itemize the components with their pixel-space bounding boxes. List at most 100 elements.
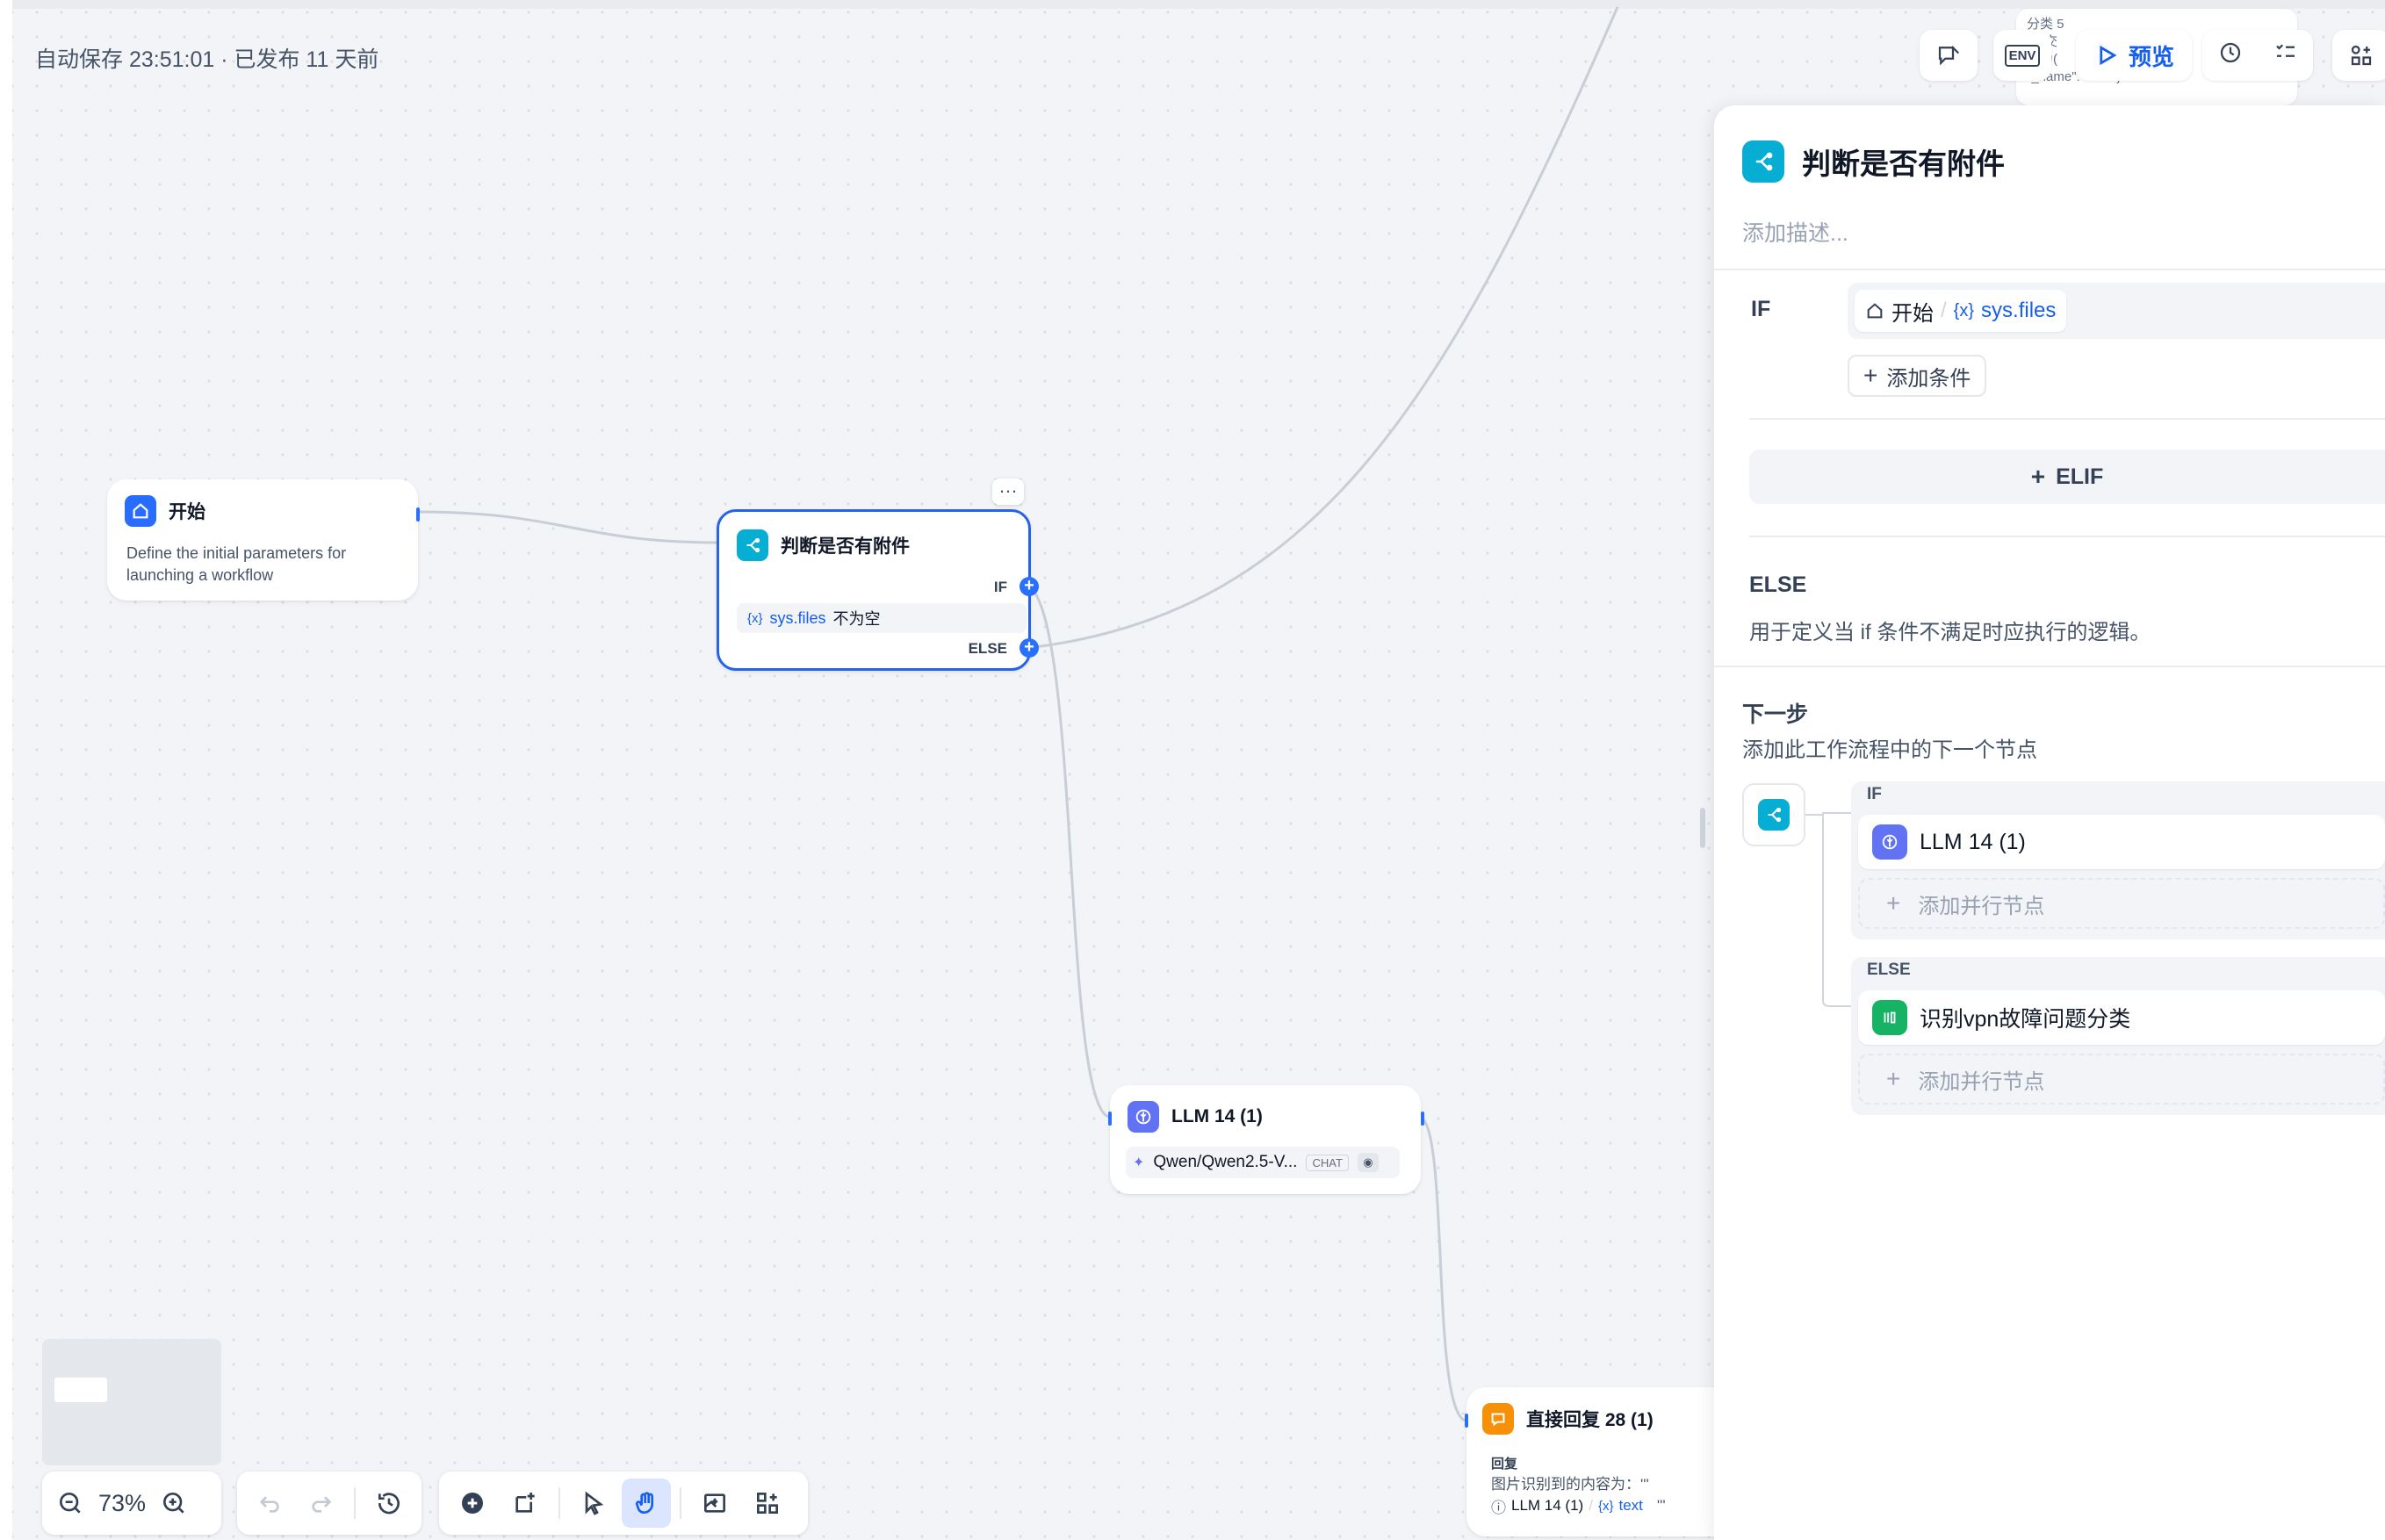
image-export-icon — [704, 1493, 725, 1513]
checklist-button[interactable] — [1920, 30, 1978, 81]
branch-target-node[interactable]: 识别vpn故障问题分类 — [1858, 990, 2385, 1045]
answer-content-line: 图片识别到的内容为：''' — [1491, 1476, 1649, 1493]
canvas-tools — [439, 1472, 808, 1535]
run-history-button[interactable] — [2217, 40, 2244, 72]
version-history-button[interactable] — [364, 1479, 413, 1528]
condition-operator: 不为空 — [832, 610, 881, 628]
preview-button[interactable]: 预览 — [2076, 30, 2193, 81]
toolbar-divider — [558, 1487, 560, 1519]
llm-output-handle[interactable] — [1421, 1112, 1424, 1126]
panel-resize-handle[interactable] — [1700, 808, 1705, 848]
start-node[interactable]: 开始 Define the initial parameters for lau… — [107, 479, 420, 601]
add-parallel-node-button[interactable]: + 添加并行节点 — [1858, 1054, 2385, 1105]
plus-icon: + — [2030, 463, 2046, 490]
zoom-in-button[interactable] — [155, 1479, 193, 1528]
branch-icon — [1742, 140, 1784, 183]
add-parallel-node-button[interactable]: + 添加并行节点 — [1858, 878, 2385, 929]
next-step-connector-lines — [1805, 812, 1851, 1007]
llm-model-name: Qwen/Qwen2.5-V... — [1153, 1153, 1298, 1171]
llm-model-row[interactable]: ✦ Qwen/Qwen2.5-V... CHAT ◉ — [1126, 1147, 1400, 1178]
variable-icon: {x} — [1953, 300, 1975, 320]
answer-input-handle[interactable] — [1465, 1414, 1468, 1428]
ref-separator: / — [1589, 1497, 1593, 1514]
window-top-strip — [0, 0, 2385, 9]
if-add-handle[interactable]: + — [1020, 577, 1039, 596]
branch-label: IF — [1867, 785, 1882, 803]
condition-variable: sys.files — [769, 608, 826, 627]
panel-condition-row[interactable]: 开始 / {x} sys.files — [1848, 283, 2385, 339]
zoom-controls: 73% — [42, 1472, 221, 1535]
undo-button[interactable] — [246, 1479, 294, 1528]
zoom-out-button[interactable] — [51, 1479, 90, 1528]
ifelse-if-label: IF — [993, 579, 1007, 595]
condition-variable-chip[interactable]: 开始 / {x} sys.files — [1855, 290, 2067, 332]
else-add-handle[interactable]: + — [1020, 638, 1039, 658]
ifelse-condition-row[interactable]: {x} sys.files 不为空 — [737, 603, 1027, 633]
answer-node[interactable]: 直接回复 28 (1) 回复 图片识别到的内容为：''' ⓘ LLM 14 (1… — [1465, 1387, 1730, 1536]
llm-node-title: LLM 14 (1) — [1171, 1106, 1263, 1126]
history-controls — [237, 1472, 422, 1535]
panel-divider — [1749, 536, 2385, 537]
edge-if-to-llm — [1027, 583, 1109, 1119]
panel-title[interactable]: 判断是否有附件 — [1802, 148, 2005, 180]
panel-if-label: IF — [1751, 297, 1771, 321]
grid-icon — [757, 1493, 778, 1514]
redo-icon — [312, 1496, 332, 1513]
llm-node[interactable]: LLM 14 (1) ✦ Qwen/Qwen2.5-V... CHAT ◉ — [1108, 1085, 1424, 1194]
start-node-description: Define the initial parameters for launch… — [126, 544, 347, 584]
add-condition-button[interactable]: + 添加条件 — [1848, 355, 1987, 397]
checklist-icon — [2275, 43, 2295, 57]
organize-blocks-button[interactable] — [743, 1479, 792, 1528]
answer-section-label: 回复 — [1491, 1457, 1518, 1472]
answer-ref-var: text — [1618, 1497, 1643, 1514]
next-step-title: 下一步 — [1742, 702, 1809, 727]
env-button[interactable]: ENV — [1993, 30, 2051, 81]
home-icon — [1867, 303, 1883, 319]
answer-variable-ref: ⓘ LLM 14 (1) / {x} text ''' — [1491, 1493, 1666, 1519]
branch-target-name: 识别vpn故障问题分类 — [1920, 1007, 2131, 1032]
add-node-button[interactable] — [448, 1479, 497, 1528]
env-icon: ENV — [2004, 44, 2041, 67]
answer-ref-node: LLM 14 (1) — [1511, 1497, 1584, 1514]
reply-icon — [1482, 1403, 1514, 1435]
hand-icon — [635, 1492, 653, 1514]
elif-label: ELIF — [2056, 464, 2104, 489]
plus-icon: + — [1886, 1065, 1901, 1092]
branch-target-name: LLM 14 (1) — [1920, 829, 2026, 854]
ifelse-node[interactable]: 判断是否有附件 IF {x} sys.files 不为空 ELSE + + — [717, 509, 1039, 671]
node-more-button[interactable]: … — [992, 477, 1024, 505]
next-branch-if: IF LLM 14 (1) + 添加并行节点 — [1851, 781, 2385, 939]
node-config-panel: 判断是否有附件 添加描述... IF 开始 / {x} sys.files + … — [1714, 105, 2385, 1540]
pointer-mode-button[interactable] — [569, 1479, 618, 1528]
checklist-toggle-button[interactable] — [2273, 40, 2299, 72]
variable-icon: {x} — [1597, 1498, 1614, 1514]
panel-divider — [1714, 269, 2385, 270]
chip-variable-name: sys.files — [1981, 299, 2057, 322]
llm-icon — [1128, 1101, 1159, 1133]
toolbar-divider — [354, 1487, 357, 1519]
panel-description-input[interactable]: 添加描述... — [1742, 221, 1848, 246]
history-icon — [378, 1493, 400, 1515]
hand-mode-button[interactable] — [622, 1479, 671, 1528]
branch-icon — [1758, 799, 1790, 831]
more-tools-button[interactable] — [2332, 30, 2385, 81]
grid-plus-icon — [2351, 45, 2372, 66]
zoom-level[interactable]: 73% — [98, 1489, 147, 1516]
add-note-button[interactable] — [501, 1479, 550, 1528]
branch-target-node[interactable]: LLM 14 (1) — [1858, 815, 2385, 869]
add-elif-button[interactable]: + ELIF — [1749, 450, 2385, 504]
llm-input-handle[interactable] — [1108, 1112, 1112, 1126]
add-condition-label: 添加条件 — [1886, 366, 1971, 391]
answer-node-title: 直接回复 28 (1) — [1526, 1410, 1654, 1430]
note-icon — [515, 1493, 535, 1513]
start-output-handle[interactable] — [416, 507, 420, 522]
redo-button[interactable] — [298, 1479, 346, 1528]
answer-ref-suffix: ''' — [1656, 1497, 1666, 1514]
export-image-button[interactable] — [690, 1479, 739, 1528]
model-mode-badge: CHAT — [1306, 1154, 1349, 1171]
undo-icon — [260, 1496, 279, 1513]
next-branch-else: ELSE 识别vpn故障问题分类 + 添加并行节点 — [1851, 957, 2385, 1115]
else-description: 用于定义当 if 条件不满足时应执行的逻辑。 — [1749, 621, 2151, 644]
branch-icon — [737, 529, 768, 561]
minimap[interactable] — [42, 1339, 221, 1465]
